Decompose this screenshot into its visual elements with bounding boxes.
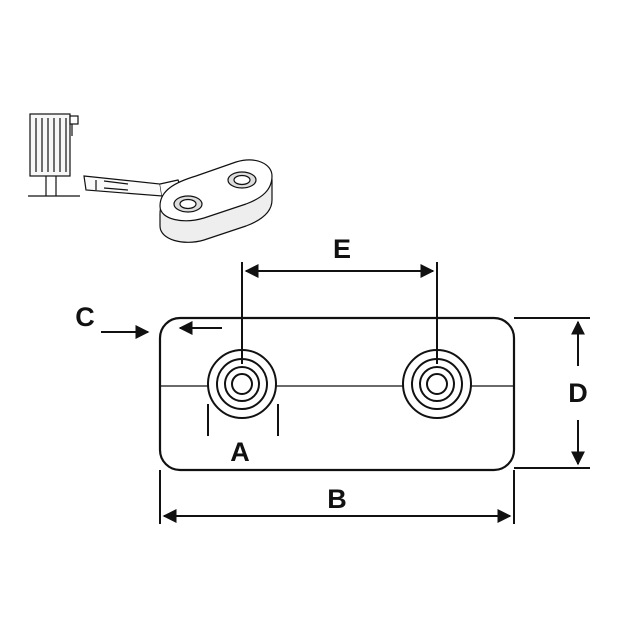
rosette-part-icon [159,159,273,243]
label-d: D [568,378,588,408]
left-hole [207,349,277,419]
radiator-pipe-cover-installation-icon [28,113,273,243]
part-outline [158,316,516,472]
label-e: E [333,234,351,264]
radiator-icon [28,113,80,197]
rosette-body [158,316,516,472]
dimension-c [101,321,222,339]
label-b: B [327,484,347,514]
dimension-a [207,404,279,436]
dimension-d [514,317,590,469]
label-c: C [75,302,95,332]
dimension-e [241,262,438,364]
dimension-b [159,470,515,524]
label-a: A [230,437,250,467]
